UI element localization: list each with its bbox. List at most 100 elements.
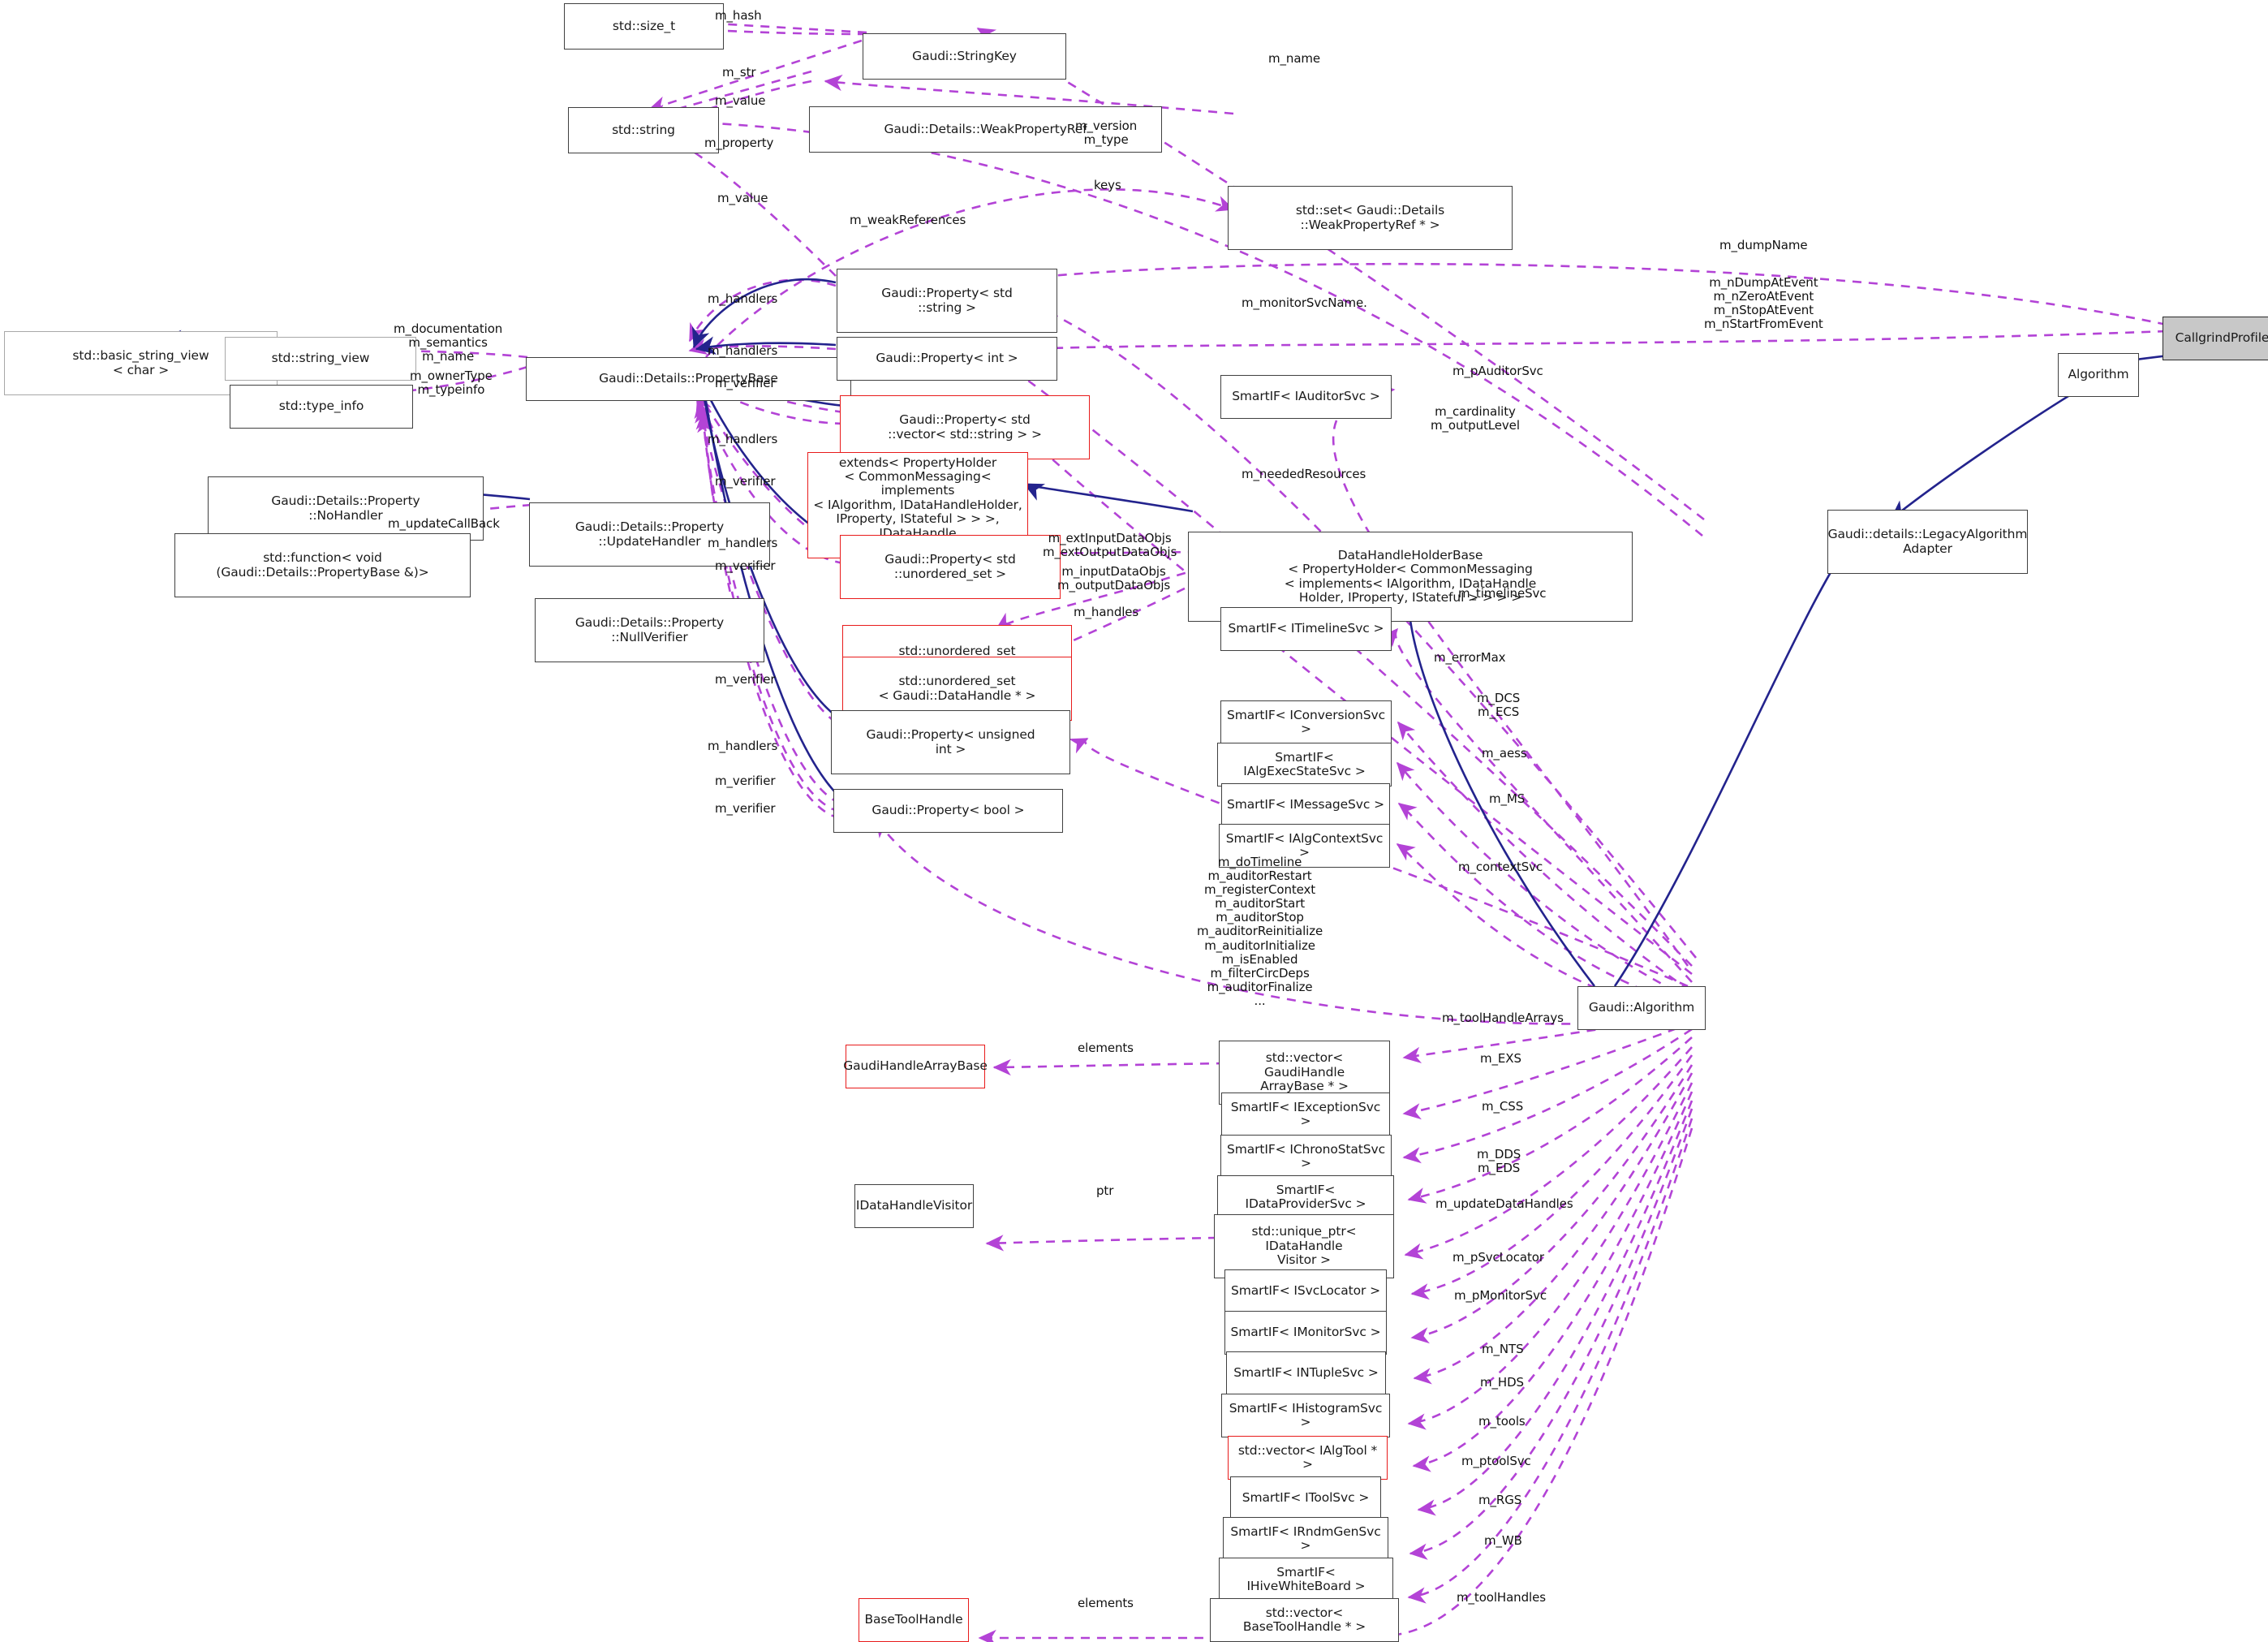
class-node-smartifntuple[interactable]: SmartIF< INTupleSvc > [1226, 1351, 1386, 1395]
class-node-propunsignedint[interactable]: Gaudi::Property< unsigned int > [831, 710, 1070, 774]
class-node-vecialgtool[interactable]: std::vector< IAlgTool * > [1228, 1436, 1388, 1480]
class-node-string[interactable]: std::string [568, 107, 719, 153]
class-node-propint[interactable]: Gaudi::Property< int > [837, 337, 1057, 381]
edge-label-l_mexs: m_EXS [1480, 1051, 1521, 1066]
class-node-propbool[interactable]: Gaudi::Property< bool > [833, 789, 1063, 833]
edge-label-l_mverifier4: m_verifier [715, 672, 776, 687]
edge-label-l_ptr: ptr [1096, 1183, 1114, 1198]
class-node-smartifrndmgen[interactable]: SmartIF< IRndmGenSvc > [1223, 1517, 1388, 1561]
class-node-stringkey[interactable]: Gaudi::StringKey [863, 33, 1066, 80]
class-node-updatehandler[interactable]: Gaudi::Details::Property ::UpdateHandler [529, 502, 770, 567]
edge-label-l_mname_top: m_name [1268, 51, 1321, 66]
class-node-smartifhivewb[interactable]: SmartIF< IHiveWhiteBoard > [1219, 1558, 1393, 1601]
edge-label-l_mwb: m_WB [1484, 1533, 1522, 1548]
edge-label-l_mhandlers2: m_handlers [708, 343, 778, 358]
class-node-smartifchronostat[interactable]: SmartIF< IChronoStatSvc > [1220, 1135, 1392, 1179]
edge-label-l_mhandlers5: m_handlers [708, 739, 778, 753]
edge-label-l_mpauditorsvc: m_pAuditorSvc [1452, 364, 1543, 378]
edge-label-l_mvalue2: m_value [717, 191, 768, 205]
edge-label-l_mproperty: m_property [704, 136, 774, 150]
edge-label-l_mverifier2: m_verifier [715, 474, 776, 489]
class-node-nullverifier[interactable]: Gaudi::Details::Property ::NullVerifier [535, 598, 764, 662]
edge-label-l_mptoolsvc: m_ptoolSvc [1461, 1454, 1531, 1468]
class-node-vecbasetoolhandle[interactable]: std::vector< BaseToolHandle * > [1210, 1598, 1399, 1642]
edge-label-l_mhds: m_HDS [1480, 1375, 1524, 1390]
class-node-propvecstring[interactable]: Gaudi::Property< std ::vector< std::stri… [840, 395, 1090, 459]
edge-label-l_elements2: elements [1078, 1596, 1134, 1610]
edge-label-l_mcss: m_CSS [1482, 1099, 1524, 1114]
edge-label-l_mtimelinesvc: m_timelineSvc [1458, 586, 1547, 601]
class-node-idatahandlevisitor[interactable]: IDataHandleVisitor [854, 1184, 974, 1228]
class-node-propunordered[interactable]: Gaudi::Property< std ::unordered_set > [840, 535, 1061, 599]
class-node-typeinfo[interactable]: std::type_info [230, 385, 413, 429]
class-node-smartiftoolsvc[interactable]: SmartIF< IToolSvc > [1230, 1476, 1381, 1520]
class-node-gaudihandlearray[interactable]: GaudiHandleArrayBase [843, 1045, 988, 1088]
edge-label-l_minputdata: m_inputDataObjs m_outputDataObjs [1057, 564, 1171, 593]
edge-label-l_mverifier5: m_verifier [715, 774, 776, 788]
class-node-stringview[interactable]: std::string_view [225, 337, 416, 381]
edge-label-l_mverifier6: m_verifier [715, 801, 776, 816]
edge-label-l_mhandlers3: m_handlers [708, 432, 778, 446]
class-node-smartifconversion[interactable]: SmartIF< IConversionSvc > [1220, 700, 1392, 744]
class-node-algorithm[interactable]: Algorithm [2058, 353, 2139, 397]
edge-label-l_mverifier1: m_verifier [715, 376, 776, 390]
class-node-setweakref[interactable]: std::set< Gaudi::Details ::WeakPropertyR… [1228, 186, 1513, 250]
edge-label-l_mpmonitor: m_pMonitorSvc [1454, 1288, 1547, 1303]
edge-label-l_mhandlers4: m_handlers [708, 536, 778, 550]
class-node-uniqueptrvisitor[interactable]: std::unique_ptr< IDataHandle Visitor > [1214, 1214, 1394, 1278]
edge-label-l_mdoc: m_documentation m_semantics m_name [394, 321, 503, 364]
edge-label-l_mrgs: m_RGS [1478, 1493, 1522, 1507]
edge-label-l_mownertype: m_ownerType m_typeinfo [410, 368, 493, 398]
class-node-propertybase[interactable]: Gaudi::Details::PropertyBase [526, 357, 851, 401]
edge-label-l_merrormax: m_errorMax [1434, 650, 1506, 665]
edge-label-l_mstr: m_str [722, 65, 756, 80]
edge-label-l_mupdatecb: m_updateCallBack [388, 516, 500, 531]
class-node-smartifdataprov[interactable]: SmartIF< IDataProviderSvc > [1217, 1175, 1394, 1219]
class-node-smartifmonitor[interactable]: SmartIF< IMonitorSvc > [1224, 1311, 1387, 1355]
edge-label-l_mweakref: m_weakReferences [850, 213, 966, 227]
class-node-smartifexception[interactable]: SmartIF< IExceptionSvc > [1221, 1093, 1390, 1136]
class-node-basetoolhandle[interactable]: BaseToolHandle [859, 1598, 969, 1642]
class-node-weakpropref[interactable]: Gaudi::Details::WeakPropertyRef [809, 106, 1162, 153]
class-node-callgrindprofile[interactable]: CallgrindProfile [2163, 317, 2268, 360]
class-node-smartifmessage[interactable]: SmartIF< IMessageSvc > [1221, 783, 1390, 827]
edge-label-l_mdds: m_DDS m_EDS [1477, 1147, 1521, 1176]
class-node-smartifalgexec[interactable]: SmartIF< IAlgExecStateSvc > [1217, 743, 1392, 787]
edge-label-l_ndump: m_nDumpAtEvent m_nZeroAtEvent m_nStopAtE… [1704, 275, 1823, 332]
class-node-propstring[interactable]: Gaudi::Property< std ::string > [837, 269, 1057, 333]
class-node-gaudialgorithm[interactable]: Gaudi::Algorithm [1577, 986, 1706, 1030]
class-node-nohandler[interactable]: Gaudi::Details::Property ::NoHandler [208, 476, 484, 541]
class-node-size_t[interactable]: std::size_t [564, 3, 724, 50]
edge-label-l_mcardinality: m_cardinality m_outputLevel [1431, 404, 1520, 433]
edge-label-l_mdumpname: m_dumpName [1719, 238, 1808, 252]
class-node-unorderedhandle[interactable]: std::unordered_set < Gaudi::DataHandle *… [842, 657, 1072, 721]
class-node-smartifsvcloc[interactable]: SmartIF< ISvcLocator > [1224, 1269, 1387, 1313]
edge-label-l_mcontextsvc: m_contextSvc [1458, 860, 1543, 874]
class-node-extendsholder[interactable]: extends< PropertyHolder < CommonMessagin… [807, 452, 1028, 558]
edge-label-l_mnts: m_NTS [1482, 1342, 1524, 1356]
edge-label-l_mvalue1: m_value [715, 93, 766, 108]
class-node-smartifhistogram[interactable]: SmartIF< IHistogramSvc > [1221, 1394, 1390, 1437]
class-node-legacyadapter[interactable]: Gaudi::details::LegacyAlgorithm Adapter [1827, 510, 2028, 574]
edge-label-l_mms: m_MS [1489, 791, 1526, 806]
edge-label-l_elements1: elements [1078, 1041, 1134, 1055]
edge-label-l_mupdatedata: m_updateDataHandles [1435, 1196, 1573, 1211]
edge-label-l_mextinput: m_extInputDataObjs m_extOutputDataObjs [1043, 531, 1177, 560]
class-node-datahandleholder[interactable]: DataHandleHolderBase < PropertyHolder< C… [1188, 532, 1633, 622]
class-node-stdfunction[interactable]: std::function< void (Gaudi::Details::Pro… [174, 533, 471, 597]
edge-label-l_mdcs: m_DCS m_ECS [1477, 691, 1521, 720]
edge-label-l_maess: m_aess [1482, 746, 1527, 761]
edge-label-l_mneededres: m_neededResources [1242, 467, 1366, 481]
class-node-smartifalgcontext[interactable]: SmartIF< IAlgContextSvc > [1219, 824, 1390, 868]
edge-label-l_mverifier3: m_verifier [715, 558, 776, 573]
class-node-smartifiauditorsvc[interactable]: SmartIF< IAuditorSvc > [1220, 375, 1392, 419]
class-node-smartiftimeline[interactable]: SmartIF< ITimelineSvc > [1220, 607, 1392, 651]
edge-label-l_algattrs: m_doTimeline m_auditorRestart m_register… [1197, 855, 1323, 1008]
edge-label-l_mversion: m_version m_type [1075, 119, 1138, 148]
edge-label-l_mtoolhandles: m_toolHandles [1457, 1590, 1546, 1605]
edge-label-l_mmonitorsvc: m_monitorSvcName. [1242, 295, 1367, 310]
edge-label-l_mtools: m_tools [1478, 1414, 1526, 1429]
edge-label-l_mhandles: m_handles [1074, 605, 1139, 619]
